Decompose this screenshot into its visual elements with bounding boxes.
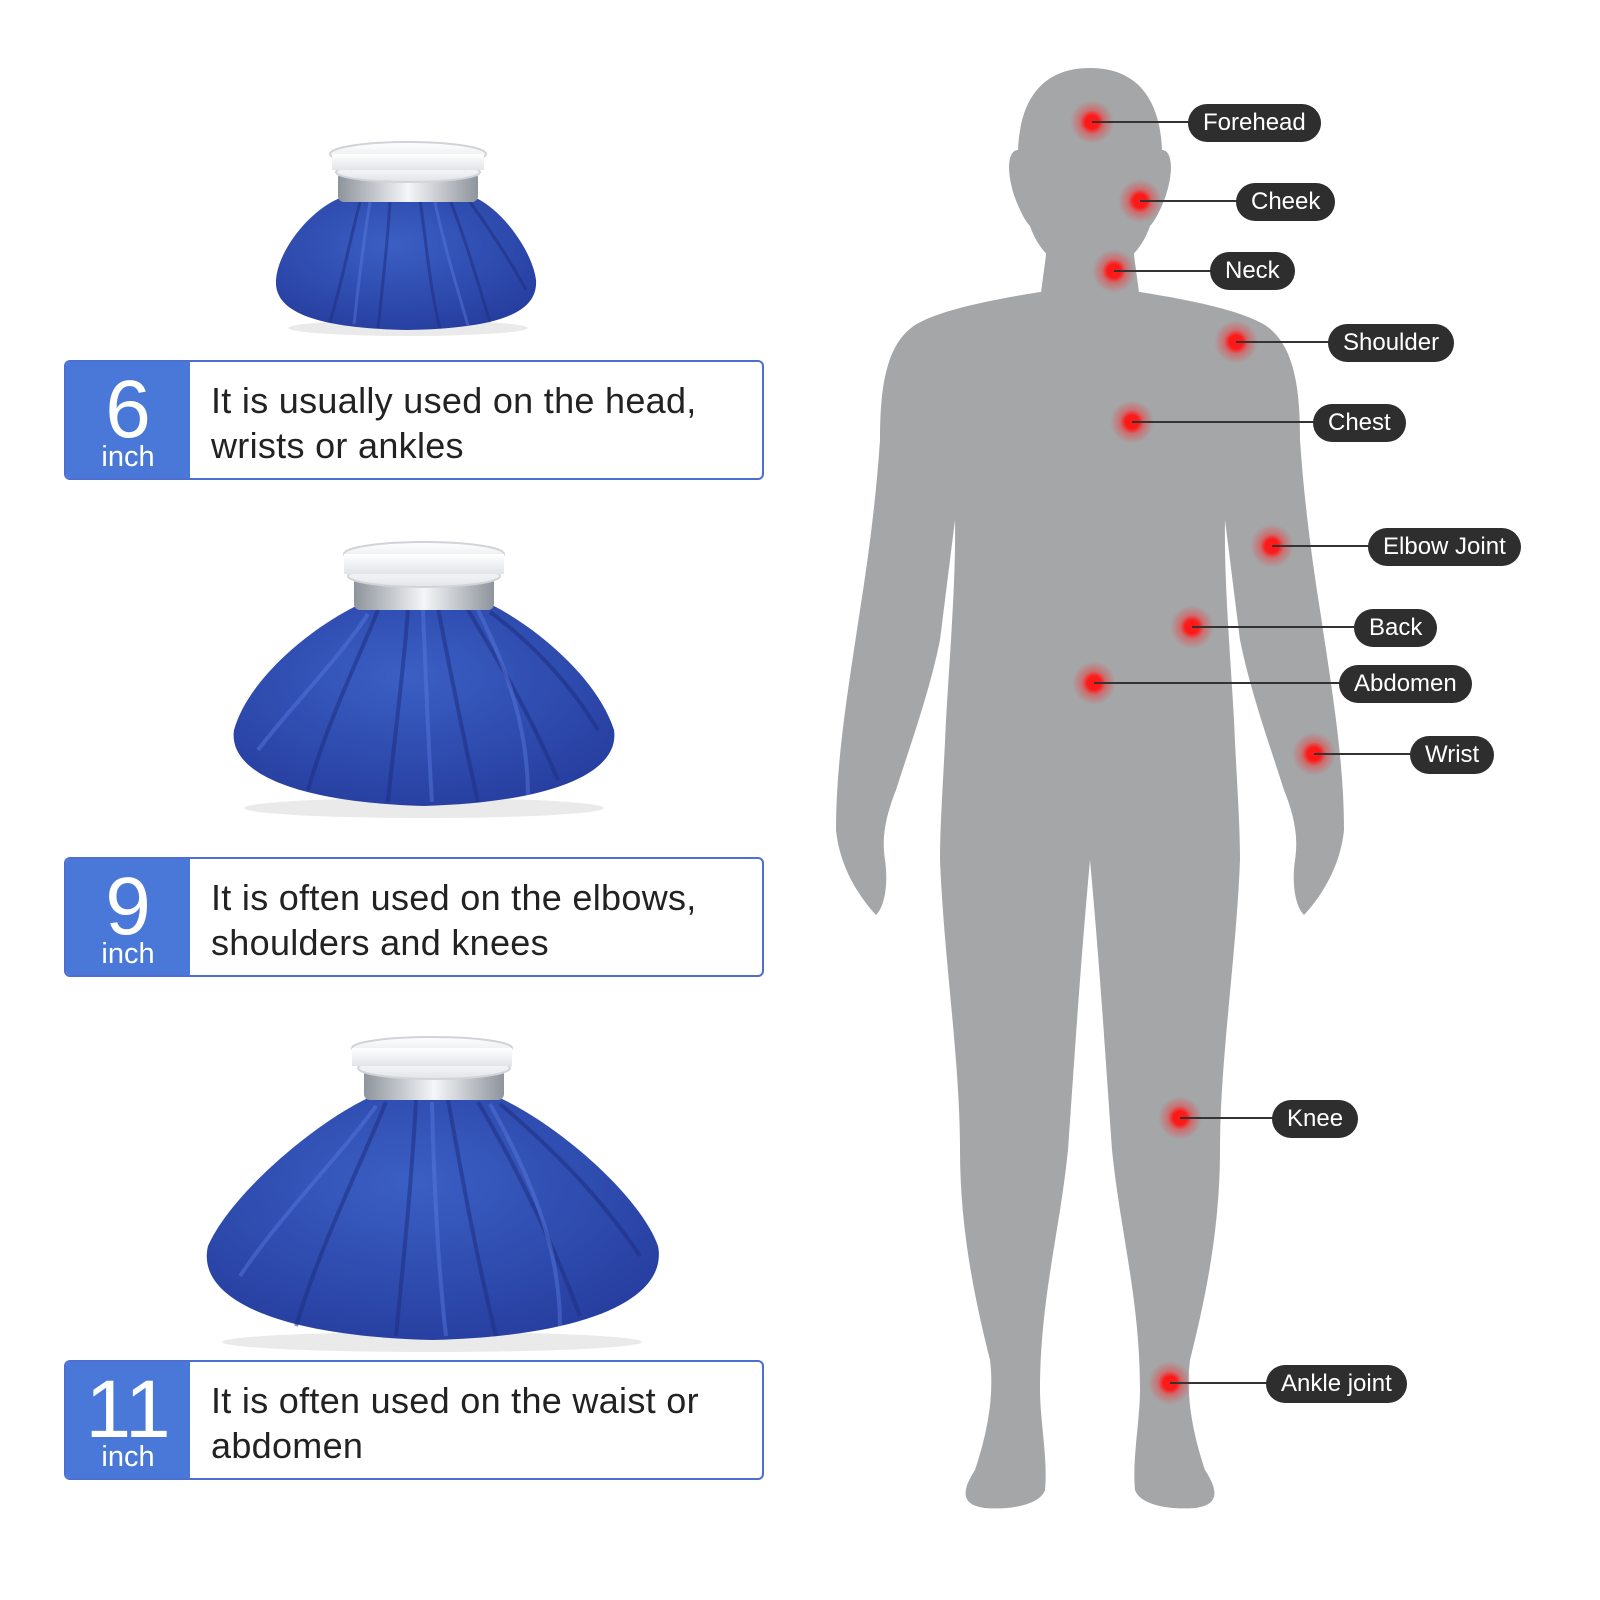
leader-line	[1272, 545, 1372, 547]
leader-line	[1236, 341, 1332, 343]
label-ankle-joint: Ankle joint	[1266, 1365, 1407, 1403]
size-badge: 9 inch	[66, 859, 190, 975]
size-number: 6	[105, 364, 151, 455]
label-knee: Knee	[1272, 1100, 1359, 1138]
leader-line	[1094, 682, 1344, 684]
leader-line	[1170, 1382, 1270, 1384]
size-card-6-inch: 6 inch It is usually used on the head, w…	[64, 360, 764, 480]
label-neck: Neck	[1210, 252, 1295, 290]
size-card-9-inch: 9 inch It is often used on the elbows, s…	[64, 857, 764, 977]
leader-line	[1140, 200, 1240, 202]
size-description: It is usually used on the head, wrists o…	[211, 378, 742, 468]
leader-line	[1192, 626, 1358, 628]
size-description: It is often used on the waist or abdomen	[211, 1378, 742, 1468]
label-elbow-joint: Elbow Joint	[1368, 528, 1521, 566]
leader-line	[1114, 270, 1214, 272]
label-forehead: Forehead	[1188, 104, 1321, 142]
ice-bag-6-inch-icon	[275, 141, 537, 336]
description-line: shoulders and knees	[211, 922, 549, 963]
ice-bag-11-inch-icon	[206, 1036, 659, 1352]
leader-line	[1314, 753, 1414, 755]
leader-line	[1180, 1117, 1276, 1119]
label-cheek: Cheek	[1236, 183, 1336, 221]
size-number: 11	[85, 1364, 171, 1455]
size-card-11-inch: 11 inch It is often used on the waist or…	[64, 1360, 764, 1480]
description-line: wrists or ankles	[211, 425, 464, 466]
leader-line	[1092, 121, 1192, 123]
size-unit: inch	[101, 938, 155, 970]
ice-bag-small-image	[270, 140, 550, 340]
description-line: abdomen	[211, 1425, 364, 1466]
size-description: It is often used on the elbows, shoulder…	[211, 875, 742, 965]
label-chest: Chest	[1313, 404, 1406, 442]
size-badge: 11 inch	[66, 1362, 190, 1478]
size-unit: inch	[101, 1441, 155, 1473]
ice-bag-9-inch-icon	[233, 541, 615, 818]
size-unit: inch	[101, 441, 155, 473]
ice-bag-large-image	[200, 1036, 670, 1356]
leader-line	[1132, 421, 1318, 423]
ice-bag-medium-image	[228, 540, 628, 820]
size-badge: 6 inch	[66, 362, 190, 478]
label-abdomen: Abdomen	[1339, 665, 1472, 703]
description-line: It is often used on the elbows,	[211, 877, 697, 918]
description-line: It is usually used on the head,	[211, 380, 697, 421]
label-shoulder: Shoulder	[1328, 324, 1455, 362]
label-back: Back	[1354, 609, 1438, 647]
label-wrist: Wrist	[1410, 736, 1495, 774]
description-line: It is often used on the waist or	[211, 1380, 699, 1421]
size-number: 9	[105, 861, 151, 952]
